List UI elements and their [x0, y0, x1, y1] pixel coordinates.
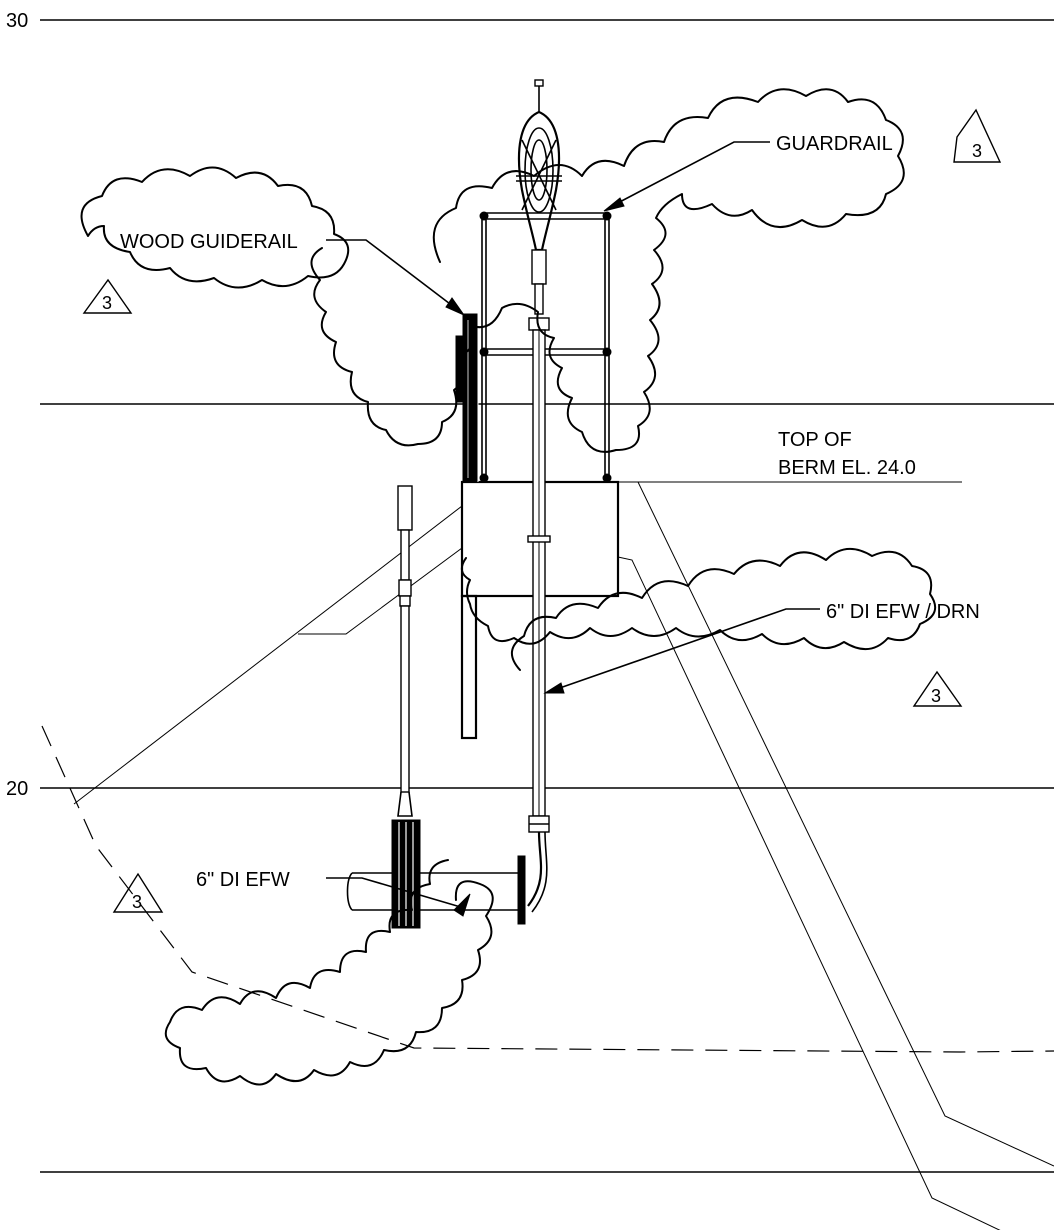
elevation-grid [40, 19, 1054, 1173]
elevation-label-30: 30 [6, 10, 28, 32]
slope-line-outer [618, 481, 1054, 1167]
chamber-support-post [460, 594, 478, 740]
existing-grade-dashed-line [41, 725, 1054, 1053]
guardrail-node [479, 211, 489, 221]
label-guardrail: GUARDRAIL [776, 133, 893, 155]
revision-triangle-guardrail: 3 [953, 108, 1002, 163]
arrowhead [445, 297, 466, 317]
revision-triangle-di-efw: 3 [112, 872, 164, 913]
revision-triangle-wood-guiderail: 3 [82, 278, 133, 314]
guardrail-node [479, 473, 489, 483]
label-top-of-berm-line1: TOP OF [778, 429, 852, 451]
revision-triangle-di-efw-drn: 3 [912, 670, 963, 707]
label-di-efw-drn: 6" DI EFW / DRN [826, 601, 980, 623]
revision-cloud-guardrail [310, 88, 905, 453]
slope-line-left-inner [298, 547, 463, 635]
label-top-of-berm-line2: BERM EL. 24.0 [778, 457, 916, 479]
guardrail-node [479, 347, 489, 357]
leader-di-efw [326, 877, 465, 909]
guardrail-node [602, 473, 612, 483]
revision-cloud-di-efw-drn [460, 548, 937, 671]
guardrail-frame [479, 211, 612, 483]
valve-operator [516, 79, 562, 331]
slope-line-left-outer [73, 505, 463, 805]
revision-number: 3 [102, 293, 112, 313]
arrowhead [603, 197, 625, 212]
wood-guiderail [455, 313, 479, 483]
arrowhead [453, 893, 471, 917]
leader-di-efw-drn [553, 608, 820, 691]
leader-wood-guiderail [326, 239, 459, 311]
valve-stem-extension [391, 485, 421, 929]
leaders [326, 141, 820, 917]
revision-cloud-wood-guiderail [80, 166, 350, 289]
label-di-efw: 6" DI EFW [196, 869, 290, 891]
horizontal-efw-pipe [346, 855, 526, 925]
revision-number: 3 [132, 892, 142, 912]
revision-cloud-di-efw [164, 859, 494, 1086]
berm-slope-lines [73, 481, 1054, 1230]
arrowhead [543, 682, 565, 694]
slope-line-inner [617, 556, 1001, 1230]
vertical-drain-pipe [527, 329, 551, 913]
label-wood-guiderail: WOOD GUIDERAIL [120, 231, 298, 253]
revision-number: 3 [931, 686, 941, 706]
revision-number: 3 [972, 141, 982, 161]
guardrail-node [602, 211, 612, 221]
guardrail-node [602, 347, 612, 357]
leader-guardrail [611, 141, 770, 207]
elevation-label-20: 20 [6, 778, 28, 800]
pipe-flange [517, 855, 526, 925]
